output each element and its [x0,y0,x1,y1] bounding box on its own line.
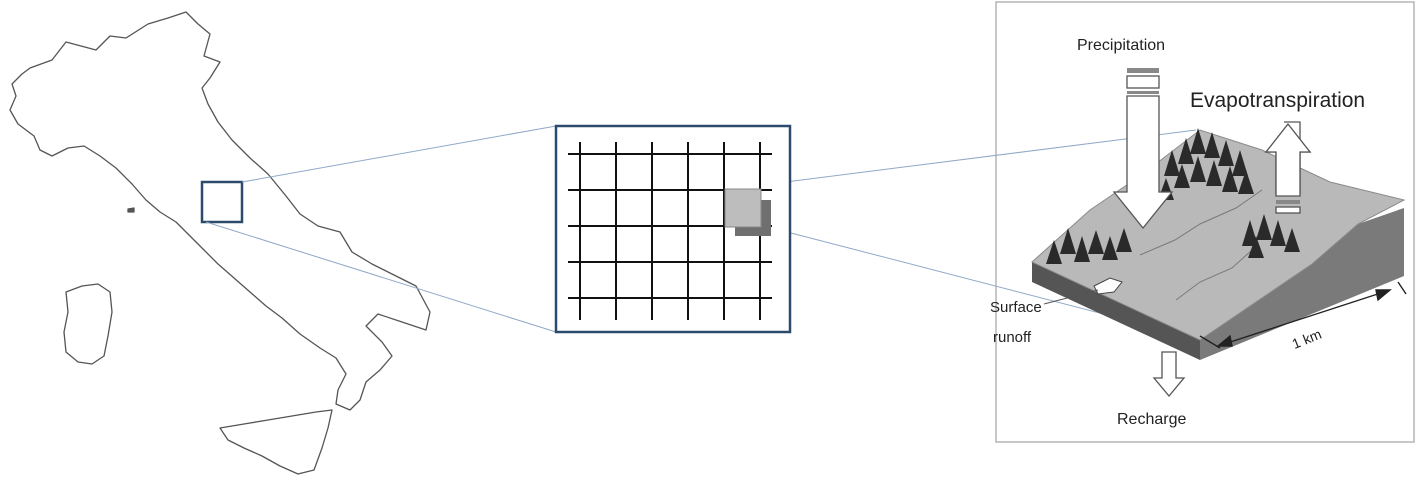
precip-cap [1127,68,1159,73]
evapo-base [1276,207,1300,213]
recharge-label: Recharge [1117,412,1186,428]
precip-band [1127,91,1159,94]
distance-tick-right [1398,282,1406,294]
elba-island [128,208,134,212]
sicily-outline [220,410,332,474]
zoom-line-map-top [242,126,556,182]
highlighted-cell [725,189,761,227]
recharge-arrow [1154,352,1184,396]
surface-runoff-label-line2: runoff [993,330,1031,345]
surface-runoff-label-line1: Surface [990,300,1042,315]
evapo-band [1276,200,1300,204]
italy-map [10,12,430,474]
terrain-block [1032,128,1404,360]
distance-arrow-head-right [1376,290,1390,300]
sardinia-outline [64,284,112,364]
italy-mainland-outline [10,12,430,410]
precipitation-label: Precipitation [1077,38,1165,54]
precip-cap-light [1127,76,1159,88]
evapotranspiration-label: Evapotranspiration [1190,90,1365,111]
grid-panel [556,126,790,332]
selection-box [202,182,242,222]
